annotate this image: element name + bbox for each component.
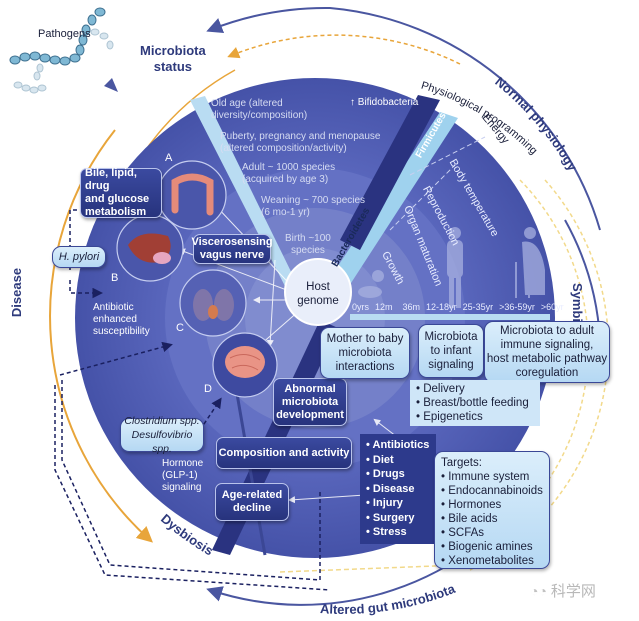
list-item: • Xenometabolites — [441, 555, 534, 567]
adult-label: Adult ~ 1000 species(acquired by age 3) — [242, 162, 336, 185]
firmicutes-band — [340, 95, 440, 250]
organ-label-b: B — [111, 272, 119, 284]
list-item: • Breast/bottle feeding — [416, 397, 529, 409]
list-item: • Antibiotics — [366, 439, 430, 451]
elderly-silhouette — [515, 227, 545, 298]
age-tick: >36-59yr — [499, 302, 535, 312]
list-item: • Injury — [366, 497, 403, 509]
clostridium-box: Clostridium spp.Desulfovibrio spp. — [120, 415, 204, 455]
list-item: • SCFAs — [441, 527, 485, 539]
disease-arc — [49, 129, 153, 543]
age-tick: 12-18yr — [426, 302, 457, 312]
wechat-icon: ◔◔ — [530, 582, 547, 599]
targets-heading: Targets: — [441, 457, 482, 469]
age-axis-bar — [350, 314, 550, 320]
organ-label-c: C — [176, 322, 184, 334]
list-item: • Hormones — [441, 499, 502, 511]
programming-dashed-arc — [227, 34, 461, 65]
list-item: • Biogenic amines — [441, 541, 533, 553]
watermark: ◔◔ 科学网 — [530, 582, 596, 601]
normal-physiology-arc — [206, 6, 601, 231]
infant-silhouette — [358, 270, 384, 298]
list-item: • Delivery — [416, 383, 465, 395]
age-tick: >60yr — [540, 302, 564, 312]
pathogen-arrow-icon — [85, 65, 118, 92]
organ-label-a: A — [165, 152, 173, 164]
list-item: • Drugs — [366, 468, 405, 480]
list-item: • Bile acids — [441, 513, 498, 525]
hormone-signaling-label: Hormone(GLP-1)signaling — [162, 458, 204, 493]
body-temp-arrow — [389, 164, 456, 231]
organ-d-brain — [212, 332, 278, 398]
altered-gut-microbiota-label: Altered gut microbiota — [320, 581, 458, 617]
targets-box: Targets: • Immune system • Endocannabino… — [434, 451, 550, 569]
microbiota-status-label: Microbiota status — [140, 43, 206, 74]
list-item: • Disease — [366, 482, 415, 495]
list-item: • Immune system — [441, 471, 530, 483]
list-item: • Epigenetics — [416, 411, 483, 423]
host-genome-circle — [284, 258, 352, 326]
disease-label: Disease — [9, 267, 25, 318]
puberty-label: Puberty, pregnancy and menopause(altered… — [220, 131, 381, 154]
age-tick: 12m — [375, 302, 393, 312]
pathogens-label: Pathogens — [38, 28, 91, 40]
age-tick: 36m — [402, 302, 421, 312]
organ-b-liver — [116, 214, 184, 282]
list-item: • Endocannabinoids — [441, 485, 543, 497]
age-tick: 25-35yr — [462, 302, 494, 312]
energy-arrow — [409, 136, 486, 176]
bacteroidetes-band — [322, 112, 458, 300]
organ-c-lungs — [179, 269, 247, 337]
adult-silhouette — [447, 227, 463, 308]
age-tick: 0yrs — [352, 302, 370, 312]
composition-activity-box: Composition and activity — [216, 437, 352, 469]
list-item: • Diet — [366, 453, 394, 466]
early-factors-list: • Delivery • Breast/bottle feeding • Epi… — [410, 380, 540, 426]
organ-a-colon — [157, 160, 227, 230]
age-axis-labels: 0yrs 12m 36m 12-18yr 25-35yr >36-59yr >6… — [352, 302, 564, 312]
pathogens-icon — [9, 7, 114, 94]
list-item: • Surgery — [366, 511, 415, 524]
yellow-dashed-bottom — [279, 564, 461, 573]
organ-label-d: D — [204, 383, 212, 395]
h-pylori-box: H. pylori — [52, 246, 106, 268]
disruptors-list: • Antibiotics • Diet • Drugs • Disease •… — [360, 434, 436, 544]
list-item: • Stress — [366, 526, 407, 538]
weaning-label: Weaning ~ 700 species(6 mo-1 yr) — [261, 195, 366, 218]
old-age-band — [190, 96, 300, 296]
bifidobacteria-label: ↑ Bifidobacteria — [350, 97, 419, 108]
